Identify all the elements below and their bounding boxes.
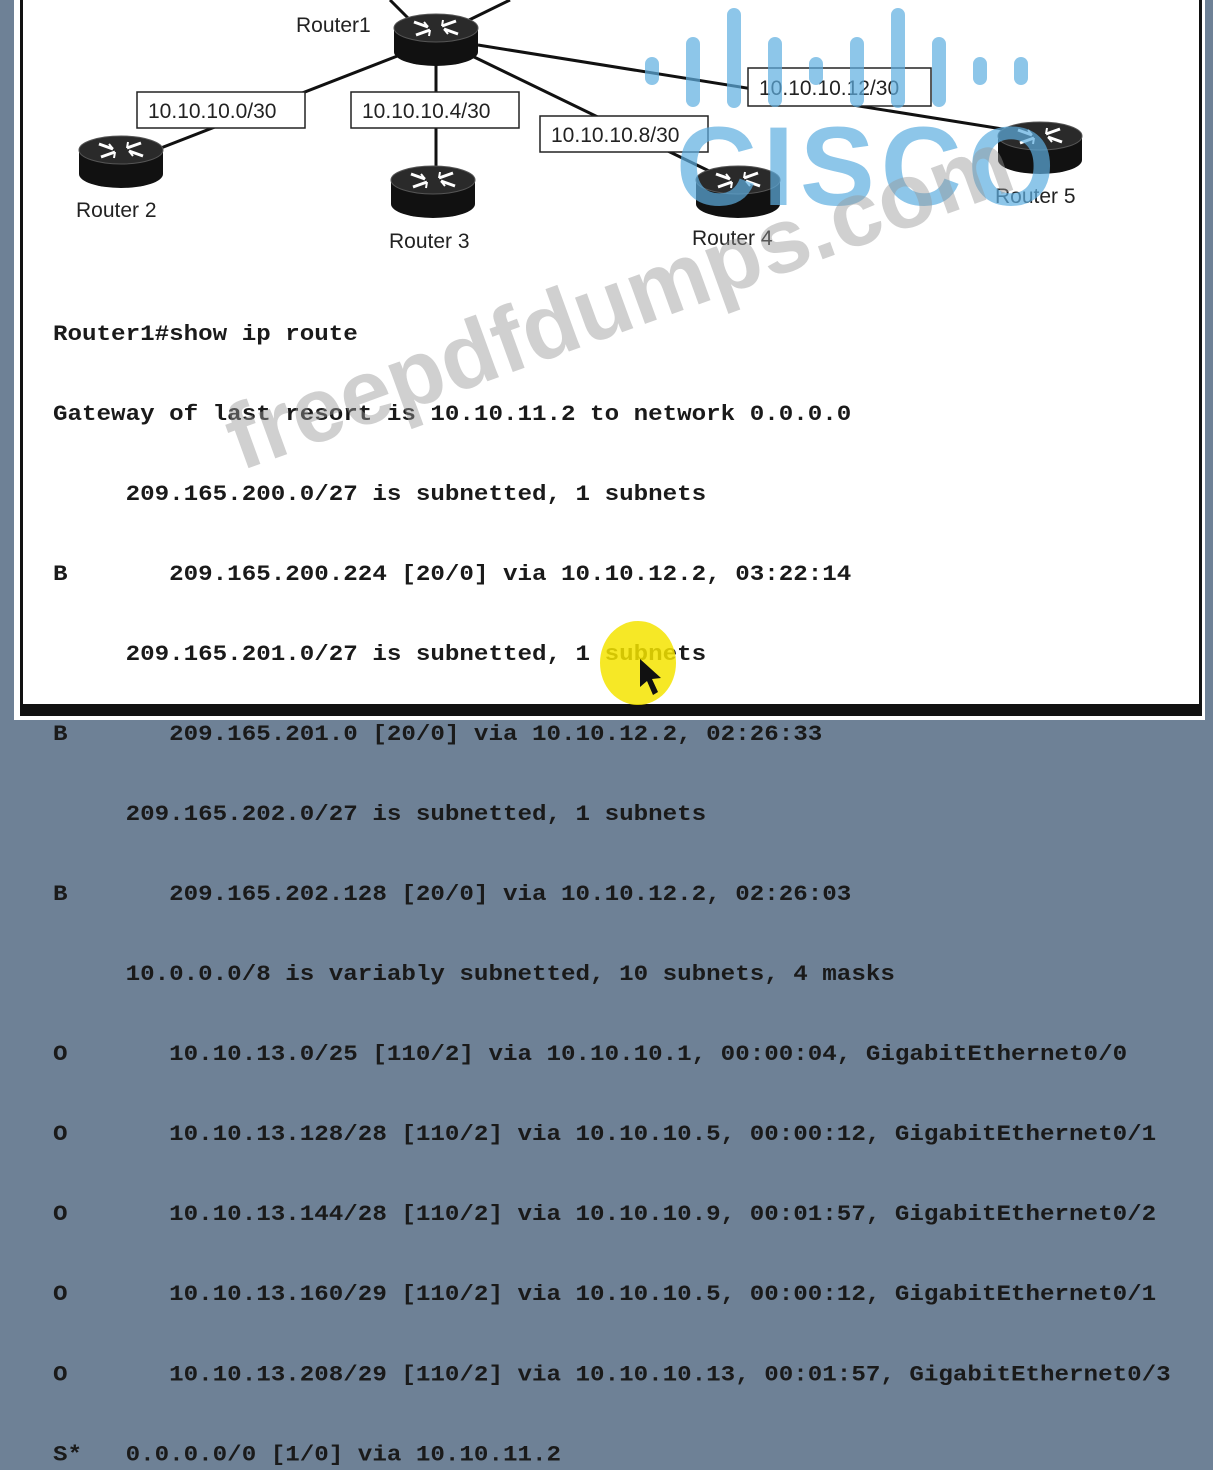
terminal-line: O 10.10.13.160/29 [110/2] via 10.10.10.5… [53, 1282, 1157, 1308]
terminal-line: O 10.10.13.0/25 [110/2] via 10.10.10.1, … [53, 1042, 1128, 1068]
subnet-box-1 [136, 91, 306, 129]
router1-label: Router1 [296, 14, 371, 37]
terminal-line: O 10.10.13.144/28 [110/2] via 10.10.10.9… [53, 1202, 1157, 1228]
show-ip-route-output: Router1#show ip route Gateway of last re… [53, 268, 1171, 1470]
mouse-pointer-icon [640, 659, 661, 695]
terminal-line: B 209.165.200.224 [20/0] via 10.10.12.2,… [53, 562, 852, 588]
terminal-line: S* 0.0.0.0/0 [1/0] via 10.10.11.2 [53, 1442, 562, 1468]
router3-icon [389, 164, 477, 220]
network-diagram: Router1 Router 2 Router 3 Router 4 Route… [76, 0, 1084, 253]
terminal-line: B 209.165.202.128 [20/0] via 10.10.12.2,… [53, 882, 852, 908]
subnet-box-2 [350, 91, 520, 129]
subnet-label-1: 10.10.10.0/30 [148, 100, 276, 123]
router4-label: Router 4 [692, 227, 773, 250]
terminal-line: O 10.10.13.208/29 [110/2] via 10.10.10.1… [53, 1362, 1171, 1388]
router3-label: Router 3 [389, 230, 470, 253]
terminal-line: 209.165.200.0/27 is subnetted, 1 subnets [53, 482, 707, 508]
terminal-line: 209.165.202.0/27 is subnetted, 1 subnets [53, 802, 707, 828]
subnet-label-2: 10.10.10.4/30 [362, 100, 490, 123]
router1-icon [392, 12, 480, 68]
frame-border-left [20, 0, 23, 712]
cisco-logo-watermark: CISCO [645, 8, 1061, 229]
highlight-circle [600, 621, 676, 705]
terminal-line: O 10.10.13.128/28 [110/2] via 10.10.10.5… [53, 1122, 1157, 1148]
cursor-highlight [600, 621, 676, 705]
router5-label: Router 5 [995, 185, 1076, 208]
subnet-label-4: 10.10.10.12/30 [759, 77, 899, 100]
svg-text:CISCO: CISCO [676, 104, 1061, 229]
link-offscreen-2 [464, 0, 511, 24]
terminal-line: 10.0.0.0/8 is variably subnetted, 10 sub… [53, 962, 895, 988]
router2-label: Router 2 [76, 199, 157, 222]
terminal-line: 209.165.201.0/27 is subnetted, 1 subnets [53, 642, 707, 668]
router2-icon [77, 134, 165, 190]
frame-border-right [1199, 0, 1202, 712]
terminal-line: Router1#show ip route [53, 322, 358, 348]
subnet-label-3: 10.10.10.8/30 [551, 124, 679, 147]
terminal-line: Gateway of last resort is 10.10.11.2 to … [53, 402, 852, 428]
link-offscreen-1 [388, 0, 412, 22]
frame-border-bottom [20, 704, 1202, 716]
subnet-box-3 [539, 115, 709, 153]
